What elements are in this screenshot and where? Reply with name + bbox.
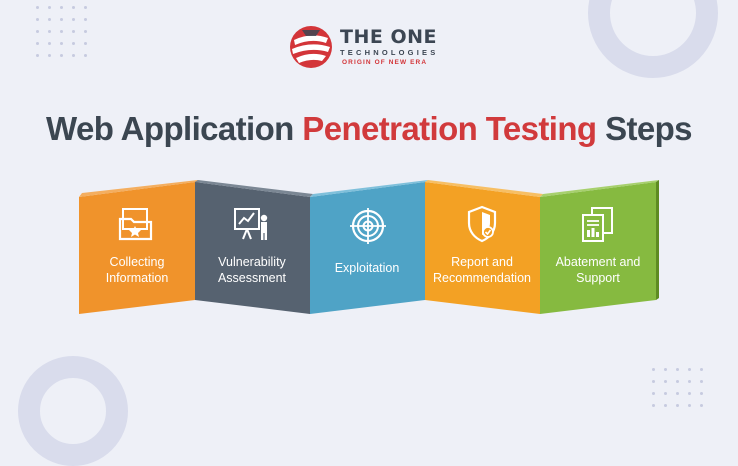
step-3-line1: Exploitation bbox=[334, 261, 400, 275]
step-4-label: Report and Recommendation bbox=[426, 254, 538, 286]
step-1-line1: Collecting bbox=[109, 255, 165, 269]
step-2-line2: Assessment bbox=[217, 271, 287, 285]
step-exploitation bbox=[310, 180, 428, 314]
dot-grid-bottom-right bbox=[652, 368, 703, 407]
documents-icon bbox=[582, 207, 613, 242]
folder-star-icon bbox=[118, 208, 153, 241]
step-1-label: Collecting Information bbox=[81, 254, 193, 286]
title-highlight: Penetration Testing bbox=[302, 110, 597, 147]
company-logo: THE ONE TECHNOLOGIES ORIGIN OF NEW ERA bbox=[288, 24, 458, 74]
steps-diagram bbox=[79, 180, 659, 314]
step-5-line1: Abatement and bbox=[555, 255, 641, 269]
step-5-label: Abatement and Support bbox=[542, 254, 654, 286]
logo-subtitle: TECHNOLOGIES bbox=[340, 48, 439, 57]
step-4-line2: Recommendation bbox=[433, 271, 531, 285]
page-title: Web Application Penetration Testing Step… bbox=[0, 110, 738, 148]
logo-name: THE ONE bbox=[340, 26, 437, 48]
shield-icon bbox=[467, 205, 497, 243]
step-vulnerability-assessment bbox=[195, 180, 313, 314]
title-part2: Steps bbox=[596, 110, 692, 147]
step-2-label: Vulnerability Assessment bbox=[196, 254, 308, 286]
step-abatement-support bbox=[540, 180, 659, 314]
dot-grid-top-left bbox=[36, 6, 87, 57]
step-report-recommendation bbox=[425, 180, 543, 314]
title-part1: Web Application bbox=[46, 110, 303, 147]
step-collecting-information bbox=[79, 180, 198, 314]
presentation-icon bbox=[234, 208, 268, 240]
logo-tagline: ORIGIN OF NEW ERA bbox=[342, 59, 428, 66]
step-1-line2: Information bbox=[105, 271, 169, 285]
logo-emblem-icon bbox=[290, 26, 332, 68]
target-icon bbox=[350, 208, 386, 244]
step-2-line1: Vulnerability bbox=[218, 255, 286, 269]
step-4-line1: Report and bbox=[451, 255, 513, 269]
step-5-line2: Support bbox=[576, 271, 620, 285]
step-3-label: Exploitation bbox=[311, 260, 423, 276]
